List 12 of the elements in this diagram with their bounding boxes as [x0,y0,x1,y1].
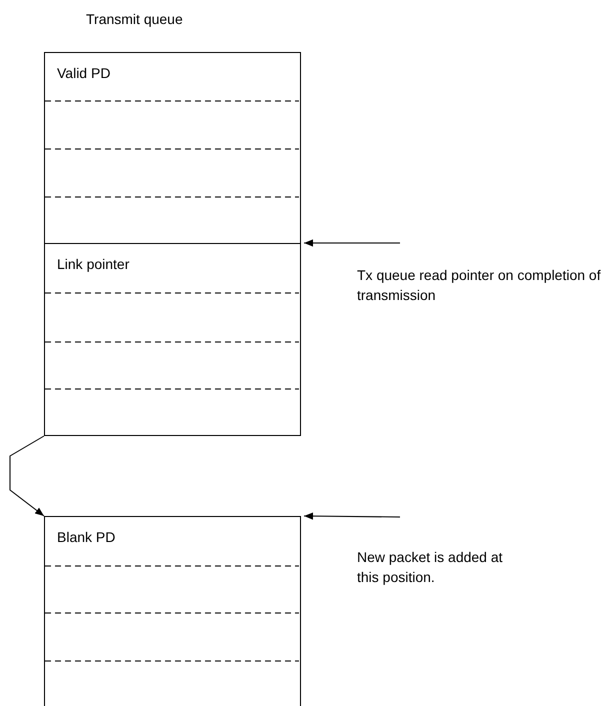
arrow [304,512,400,520]
queue-section [44,516,301,706]
entry-label: Link pointer [57,256,130,272]
queue-section [44,52,301,244]
arrow [304,239,400,247]
arrow [10,436,44,516]
entry-label: Blank PD [57,529,116,545]
diagram-title: Transmit queue [86,11,183,27]
note-text: New packet is added at this position. [357,548,504,587]
note-text: Tx queue read pointer on completion of transmission [357,266,602,305]
entry-label: Valid PD [57,65,110,81]
queue-section [44,243,301,436]
